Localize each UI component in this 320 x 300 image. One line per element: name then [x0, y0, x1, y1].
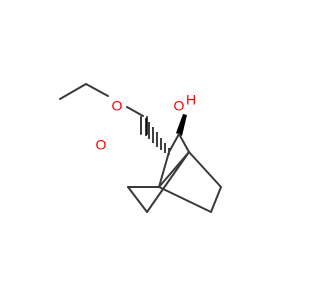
- bond-c6-c5: [127, 186, 148, 213]
- hashed-wedge-bond-ester: [145, 118, 170, 155]
- bond-methyl-methylene: [59, 83, 87, 100]
- bond-methylene-ester-oxygen: [85, 83, 109, 97]
- bond-c8-c1: [158, 186, 212, 213]
- ester-oxygen-label: O: [112, 98, 123, 114]
- bond-c7-c8: [210, 186, 222, 213]
- hydroxyl-oxygen-label: O: [174, 98, 185, 114]
- bond-c2-c1: [158, 151, 170, 188]
- bond-ester-oxygen-carbonyl: [126, 106, 144, 117]
- bond-c5-c4: [146, 151, 190, 213]
- solid-wedge-bond-hydroxyl: [176, 114, 187, 136]
- bond-c3-c4: [178, 133, 190, 153]
- hydroxyl-hydrogen-label: H: [186, 92, 196, 108]
- bond-c2-c3: [168, 133, 180, 153]
- bond-c4-c7: [188, 151, 222, 188]
- carbonyl-oxygen-label: O: [96, 137, 107, 153]
- molecule-structure: O O O H: [59, 83, 222, 213]
